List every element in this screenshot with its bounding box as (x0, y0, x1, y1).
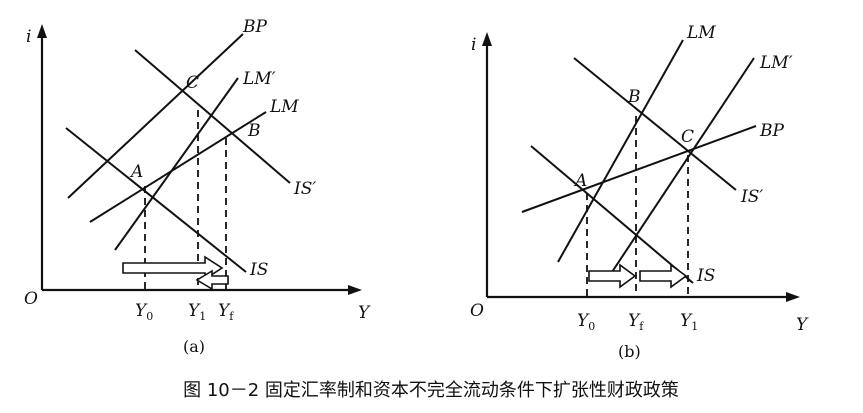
panel-b-shift-arrow-2 (639, 263, 688, 289)
panel-b-axis-x-label: Y (796, 315, 809, 335)
panel-b: i O Y LM LM′ BP IS′ IS B C A Y0 Yf Y1 (b… (470, 23, 809, 361)
panel-b-is-prime-line (573, 57, 737, 191)
panel-b-tick-y1: Y1 (680, 311, 698, 333)
panel-a-y-axis-arrow (37, 24, 47, 38)
panel-a-lm-prime-label: LM′ (242, 69, 276, 89)
panel-a-axis-y-label: i (26, 27, 31, 47)
panel-a-lm-label: LM (269, 97, 299, 117)
panel-a-shift-arrow-left (195, 269, 229, 291)
panel-a-caption: (a) (183, 337, 205, 356)
panel-b-bp-line (521, 125, 757, 213)
panel-b-y-axis-arrow (482, 32, 492, 46)
panel-a-axis-x-label: Y (358, 303, 371, 323)
panel-a: i O Y BP LM′ LM IS′ IS C A B Y0 Y1 Yf (a… (24, 17, 371, 356)
panel-a-point-a-label: A (129, 162, 143, 182)
panel-b-tick-yf: Yf (628, 311, 644, 333)
panel-a-tick-y1: Y1 (188, 301, 206, 323)
panel-b-point-b-label: B (627, 87, 641, 107)
panel-b-caption: (b) (618, 342, 641, 361)
panel-b-point-c-label: C (681, 127, 694, 147)
panel-b-is-line (530, 145, 694, 284)
panel-b-is-prime-label: IS′ (740, 187, 763, 207)
panel-a-shift-arrow-right (122, 255, 224, 281)
panel-a-point-c-label: C (186, 73, 199, 93)
figure-caption: 图 10－2 固定汇率制和资本不完全流动条件下扩张性财政政策 (183, 380, 679, 401)
panel-b-x-axis-arrow (786, 292, 800, 302)
panel-b-is-label: IS (696, 266, 715, 286)
panel-a-origin-label: O (24, 289, 38, 309)
panel-b-origin-label: O (470, 301, 484, 321)
panel-a-tick-y0: Y0 (135, 301, 153, 323)
panel-a-lm-prime-line (114, 77, 239, 251)
panel-a-is-line (65, 127, 247, 273)
panel-b-lm-prime-label: LM′ (759, 53, 793, 73)
panel-b-lm-line (557, 39, 684, 263)
panel-b-point-a-label: A (573, 171, 587, 191)
panel-a-x-axis-arrow (348, 285, 362, 295)
panel-b-bp-label: BP (759, 121, 784, 141)
panel-a-point-b-label: B (247, 121, 261, 141)
panel-b-axis-y-label: i (471, 35, 476, 55)
panel-a-is-label: IS (249, 260, 268, 280)
panel-a-bp-line (67, 33, 244, 199)
panel-a-lm-line (89, 111, 267, 223)
panel-a-is-prime-line (134, 49, 291, 184)
panel-a-is-prime-label: IS′ (293, 179, 316, 199)
panel-b-tick-y0: Y0 (577, 311, 595, 333)
panel-a-tick-yf: Yf (218, 301, 234, 323)
panel-b-shift-arrow-1 (588, 263, 637, 289)
panel-a-bp-label: BP (242, 17, 267, 37)
panel-b-lm-label: LM (686, 23, 716, 43)
panel-b-lm-prime-line (609, 57, 755, 276)
